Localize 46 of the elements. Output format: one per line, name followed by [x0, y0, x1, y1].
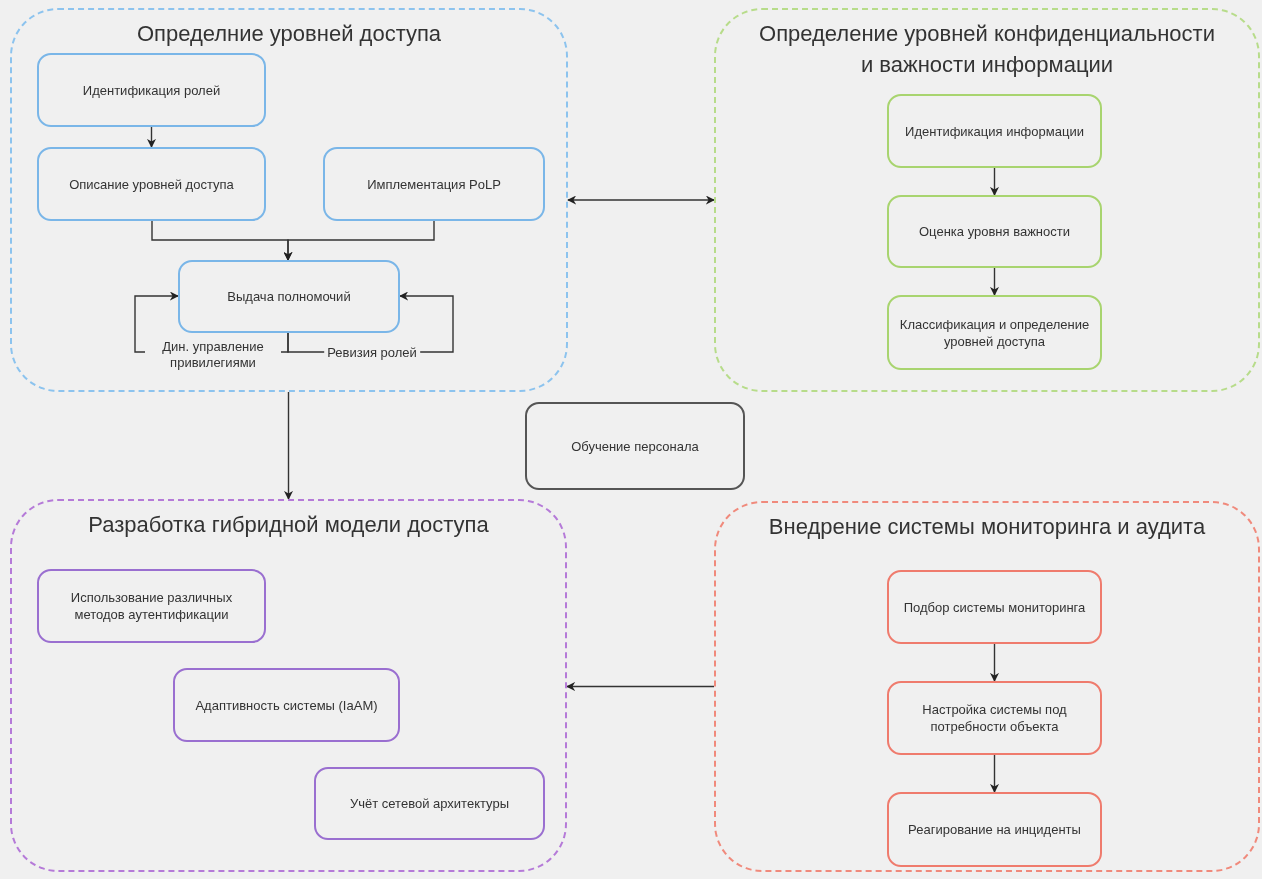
box-label: Обучение персонала: [571, 437, 699, 455]
group-title: Определение уровней конфиденциальности и важности информации: [758, 20, 1216, 79]
group-title: Определние уровней доступа: [135, 20, 443, 48]
process-box: [37, 147, 266, 221]
arrow: [283, 220, 435, 261]
edge-label: Ревизия ролей: [324, 345, 420, 361]
edge-label: Дин. управление привилегиями: [145, 339, 281, 371]
group-title: Внедрение системы мониторинга и аудита: [767, 513, 1207, 541]
group-frame: [10, 499, 567, 872]
process-box: [887, 295, 1102, 370]
process-box: [323, 147, 545, 221]
process-box: [37, 569, 266, 643]
process-box: [887, 195, 1102, 268]
box-label: Подбор системы мониторинга: [903, 598, 1086, 616]
standalone-box: [525, 402, 745, 490]
box-label: Идентификация ролей: [82, 81, 221, 99]
arrow: [147, 126, 156, 148]
process-box: [887, 94, 1102, 168]
box-label: Классификация и определение уровней доступа: [898, 315, 1091, 350]
arrow: [990, 754, 999, 793]
group-frame: [714, 8, 1260, 392]
group-title: Разработка гибридной модели доступа: [87, 511, 490, 539]
process-box: [314, 767, 545, 840]
arrow: [990, 167, 999, 196]
process-box: [178, 260, 400, 333]
process-box: [173, 668, 400, 742]
box-label: Оценка уровня важности: [919, 223, 1070, 240]
process-box: [887, 681, 1102, 755]
box-label: Адаптивность системы (IaAM): [195, 696, 378, 714]
box-label: Использование различных методов аутентификации: [69, 589, 234, 623]
process-box: [37, 53, 266, 127]
arrow: [284, 391, 293, 500]
double-arrow: [567, 195, 715, 205]
arrow: [990, 267, 999, 296]
arrow: [566, 682, 715, 691]
process-box: [887, 570, 1102, 644]
box-label: Учёт сетевой архитектуры: [350, 795, 509, 812]
box-label: Имплементация PoLP: [367, 175, 501, 193]
box-label: Описание уровней доступа: [69, 175, 234, 193]
group-frame: [714, 501, 1260, 872]
box-label: Выдача полномочий: [227, 288, 351, 305]
box-label: Настройка системы под потребности объекта: [921, 701, 1068, 735]
box-label: Реагирование на инциденты: [908, 821, 1081, 838]
box-label: Идентификация информации: [905, 122, 1084, 140]
arrow: [990, 643, 999, 682]
process-box: [887, 792, 1102, 867]
